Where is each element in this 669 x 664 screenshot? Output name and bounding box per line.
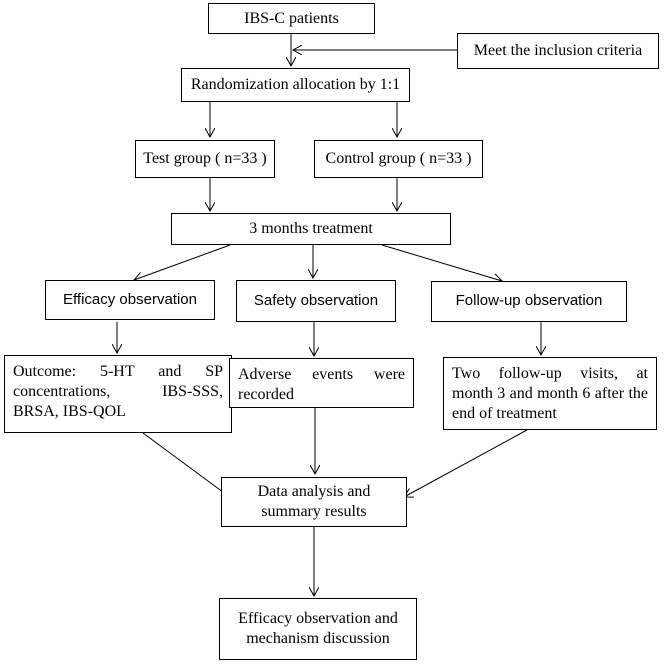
node-randomization: Randomization allocation by 1:1 — [181, 68, 410, 102]
node-patients: IBS-C patients — [208, 3, 375, 34]
node-data-analysis: Data analysis and summary results — [221, 477, 407, 527]
node-followup-observation: Follow-up observation — [431, 281, 627, 322]
arrow-treatment-to-efficacy — [134, 244, 231, 280]
node-followup-visits: Two follow-up visits, at month 3 and mon… — [443, 357, 657, 430]
node-treatment: 3 months treatment — [171, 213, 451, 245]
node-safety-observation: Safety observation — [236, 280, 396, 322]
node-inclusion-criteria: Meet the inclusion criteria — [457, 33, 659, 69]
node-control-group: Control group ( n=33 ) — [314, 140, 483, 178]
node-efficacy-observation: Efficacy observation — [45, 280, 215, 320]
arrow-visits-to-analysis — [404, 429, 528, 497]
node-final: Efficacy observation and mechanism discu… — [219, 598, 417, 660]
node-outcome: Outcome: 5-HT and SP concentrations, IBS… — [4, 355, 232, 433]
arrow-outcome-to-analysis — [142, 432, 231, 498]
node-adverse-events: Adverse events were recorded — [229, 358, 414, 408]
arrow-treatment-to-followup — [381, 244, 502, 281]
node-test-group: Test group ( n=33 ) — [135, 140, 275, 178]
